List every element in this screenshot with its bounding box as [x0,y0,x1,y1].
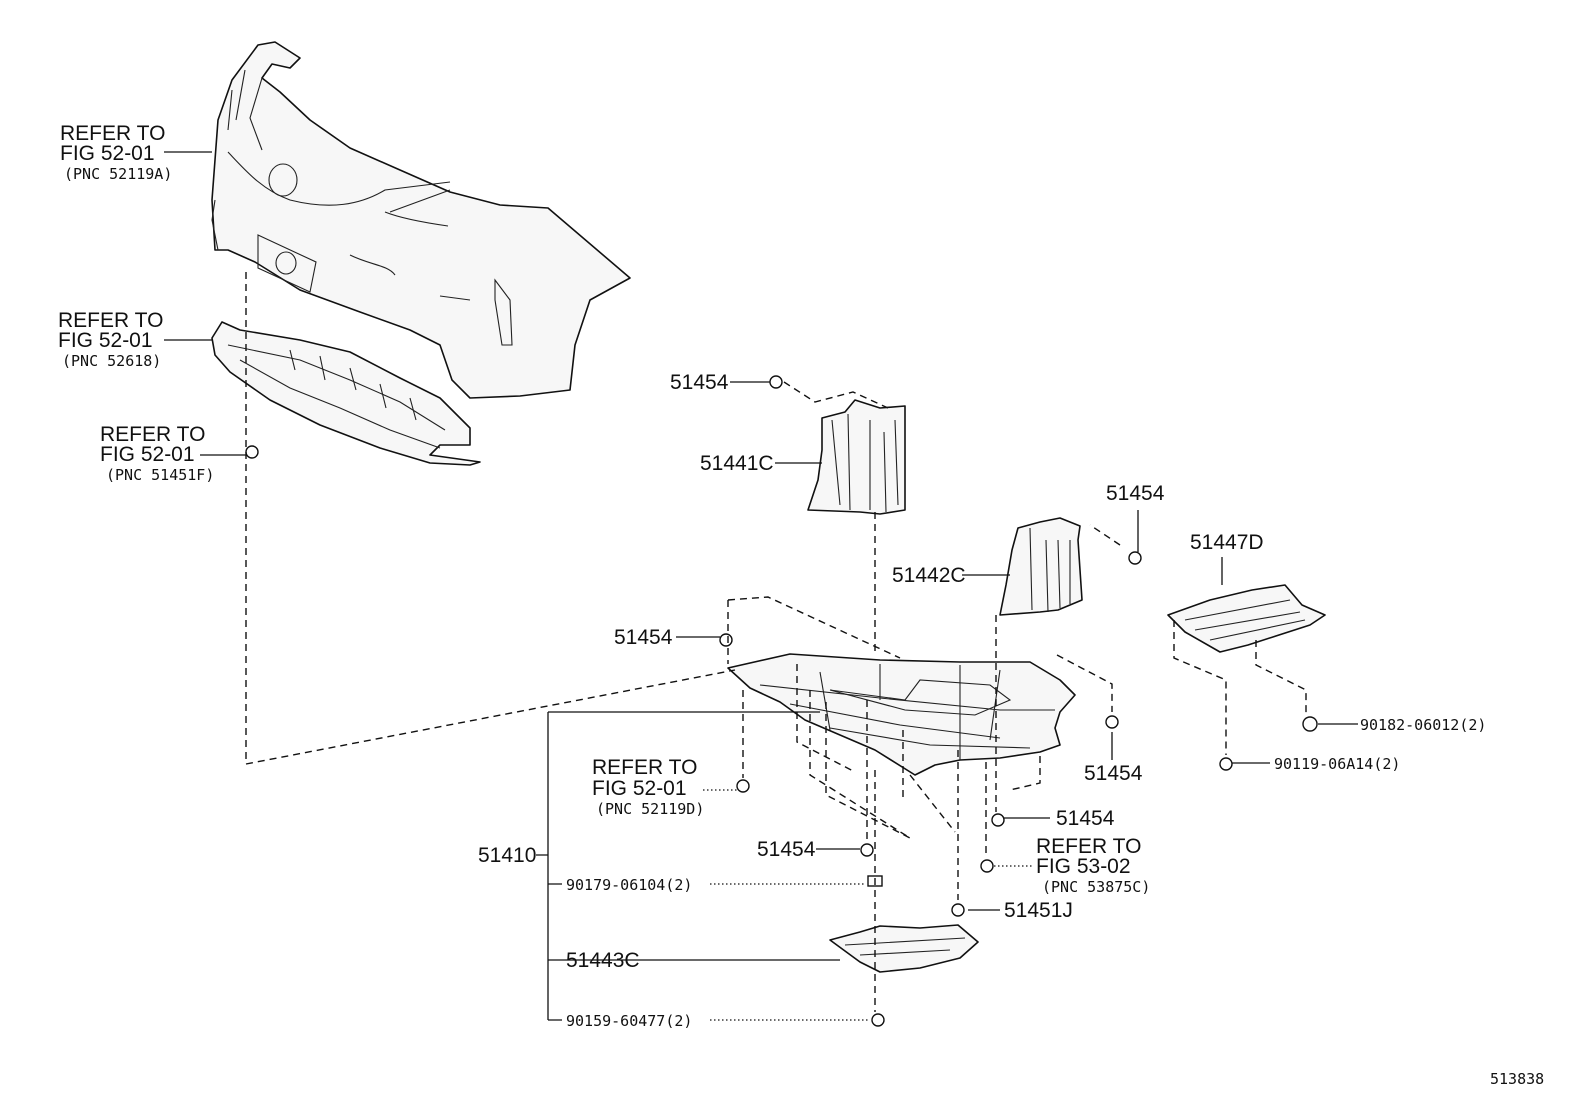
screw-90159-icon [871,1013,885,1027]
ref-bumper-cover-l1: REFER TO [60,122,165,145]
ref-bumper-absorber-l1: REFER TO [58,309,163,332]
ref-bumper-cover-pnc: (PNC 52119A) [64,165,172,183]
shield-51442c-drawing [999,517,1083,616]
screw-icon [980,859,994,873]
part-51447d: 51447D [1190,531,1264,554]
part-51454-lower-right: 51454 [1056,807,1115,830]
ref-bumper-absorber-pnc: (PNC 52618) [62,352,161,370]
part-51410: 51410 [478,844,536,867]
part-51443c: 51443C [566,949,640,972]
reference-labels: REFER TO FIG 52-01 (PNC 52119A) REFER TO… [58,122,1150,896]
bolt-90119-icon [1219,757,1233,771]
shield-51441c-drawing [807,399,906,515]
part-90159: 90159-60477(2) [566,1012,692,1030]
clip-51454-icon [719,633,733,647]
part-51441c: 51441C [700,452,774,475]
part-51454-right: 51454 [1106,482,1165,505]
ref-screw-52119d-pnc: (PNC 52119D) [596,800,704,818]
figure-id: 513838 [1490,1070,1544,1088]
clip-51454-icon [769,375,783,389]
bumper-absorber-drawing [211,321,481,466]
clip-51454-icon [1128,551,1142,565]
ref-screw-53875c-l2: FIG 53-02 [1036,855,1131,878]
part-90179: 90179-06104(2) [566,876,692,894]
cover-51447d-drawing [1167,584,1326,653]
part-51454-side: 51454 [1084,762,1143,785]
bumper-cover-drawing [211,41,631,399]
ref-clip-51451f-l1: REFER TO [100,423,205,446]
ref-bumper-absorber-l2: FIG 52-01 [58,329,153,352]
part-51454-left: 51454 [614,626,673,649]
part-51451j: 51451J [1004,899,1073,922]
part-51442c: 51442C [892,564,966,587]
clip-51451f-icon [245,445,259,459]
ref-screw-53875c-l1: REFER TO [1036,835,1141,858]
ref-screw-53875c-pnc: (PNC 53875C) [1042,878,1150,896]
part-90182: 90182-06012(2) [1360,716,1486,734]
ref-bumper-cover-l2: FIG 52-01 [60,142,155,165]
ref-clip-51451f-pnc: (PNC 51451F) [106,466,214,484]
part-number-labels: 51454 51441C 51454 51447D 51442C 51454 5… [478,371,1544,1088]
nut-90182-icon [1302,716,1318,732]
clip-51454-icon [860,843,874,857]
part-51454-lower: 51454 [757,838,816,861]
clip-51454-icon [1105,715,1119,729]
ref-screw-52119d-l2: FIG 52-01 [592,777,687,800]
screw-51451j-icon [951,903,965,917]
screw-icon [736,779,750,793]
under-cover-51410-drawing [727,653,1076,776]
cover-51443c-drawing [829,924,979,973]
ref-clip-51451f-l2: FIG 52-01 [100,443,195,466]
assembly-lines [245,272,1307,1012]
clip-51454-icon [991,813,1005,827]
leader-lines [164,151,1358,1021]
fasteners [245,375,1318,1027]
ref-screw-52119d-l1: REFER TO [592,756,697,779]
part-90119: 90119-06A14(2) [1274,755,1400,773]
part-51454-top: 51454 [670,371,729,394]
